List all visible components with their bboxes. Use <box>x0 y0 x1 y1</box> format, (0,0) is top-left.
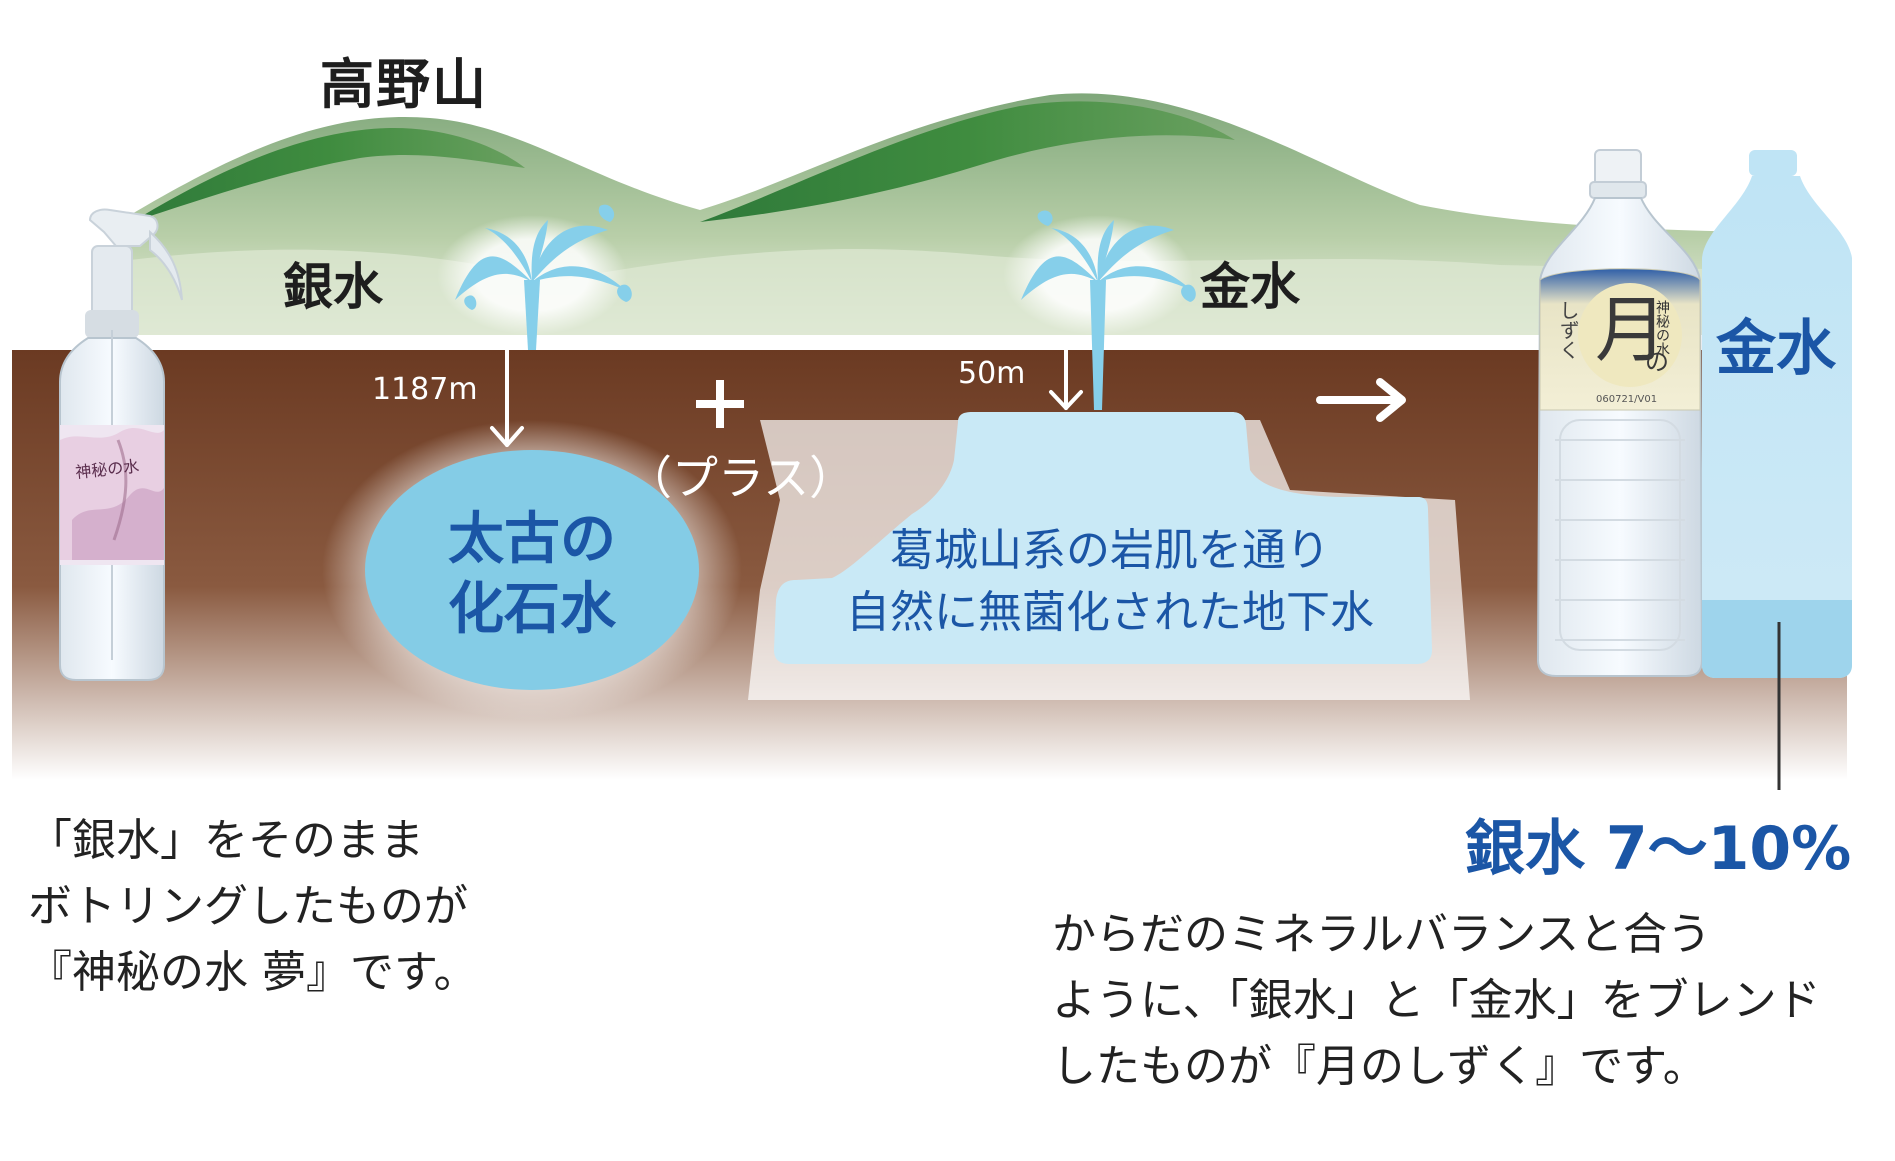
right-note-line3: したものが『月のしずく』です。 <box>1052 1041 1707 1092</box>
plus-reading: （プラス） <box>626 451 856 505</box>
reservoir-granite-line2: 自然に無菌化された地下水 <box>846 587 1374 638</box>
reservoir-granite-text: 葛城山系の岩肌を通り 自然に無菌化された地下水 <box>790 520 1430 644</box>
left-note-line1: 「銀水」をそのまま <box>28 815 424 866</box>
plus-sign <box>696 380 744 428</box>
reservoir-ancient-line2: 化石水 <box>448 577 616 642</box>
tsuki-no-shizuku-bottle: 月 の しずく 神秘の水 060721/V01 <box>1536 149 1704 677</box>
bottle-label-sub: の <box>1645 348 1669 376</box>
reservoir-ancient-text: 太古の 化石水 <box>432 505 632 645</box>
bottle-label-brand: 神秘の水 <box>1654 300 1670 356</box>
gold-water-bottle <box>1702 150 1852 678</box>
right-note: からだのミネラルバランスと合う ように、「銀水」と「金水」をブレンド したものが… <box>1052 902 1821 1100</box>
silver-water-label: 銀水 <box>283 258 383 316</box>
left-note-line3: 『神秘の水 夢』です。 <box>28 947 478 998</box>
blend-ratio: 銀水 7〜10% <box>1465 814 1852 884</box>
fountain-gold <box>1021 210 1196 410</box>
right-note-line1: からだのミネラルバランスと合う <box>1052 909 1712 960</box>
depth-arrow-gold <box>1049 346 1083 410</box>
spray-bottle: 神秘の水 <box>59 208 183 681</box>
reservoir-ancient-line1: 太古の <box>448 507 616 572</box>
result-arrow <box>1316 378 1406 422</box>
ridge-left <box>132 127 525 222</box>
gold-bottle-label: 金水 <box>1716 314 1836 384</box>
fountain-silver <box>455 204 632 350</box>
mountain-name: 高野山 <box>320 53 488 116</box>
left-note: 「銀水」をそのまま ボトリングしたものが 『神秘の水 夢』です。 <box>28 808 478 1006</box>
silver-depth: 1187m <box>372 372 478 407</box>
gold-water-label: 金水 <box>1200 258 1300 316</box>
left-note-line2: ボトリングしたものが <box>28 881 468 932</box>
bottle-label-code: 060721/V01 <box>1596 394 1657 405</box>
reservoir-ancient <box>365 450 699 690</box>
ridge-right <box>700 101 1235 222</box>
bottle-label-main: 月 <box>1595 288 1667 372</box>
right-note-line2: ように、「銀水」と「金水」をブレンド <box>1052 975 1821 1026</box>
reservoir-granite-line1: 葛城山系の岩肌を通り <box>890 525 1330 576</box>
reservoir-granite <box>774 412 1432 664</box>
gold-depth: 50m <box>958 356 1026 391</box>
bottle-label-side: しずく <box>1556 300 1580 360</box>
